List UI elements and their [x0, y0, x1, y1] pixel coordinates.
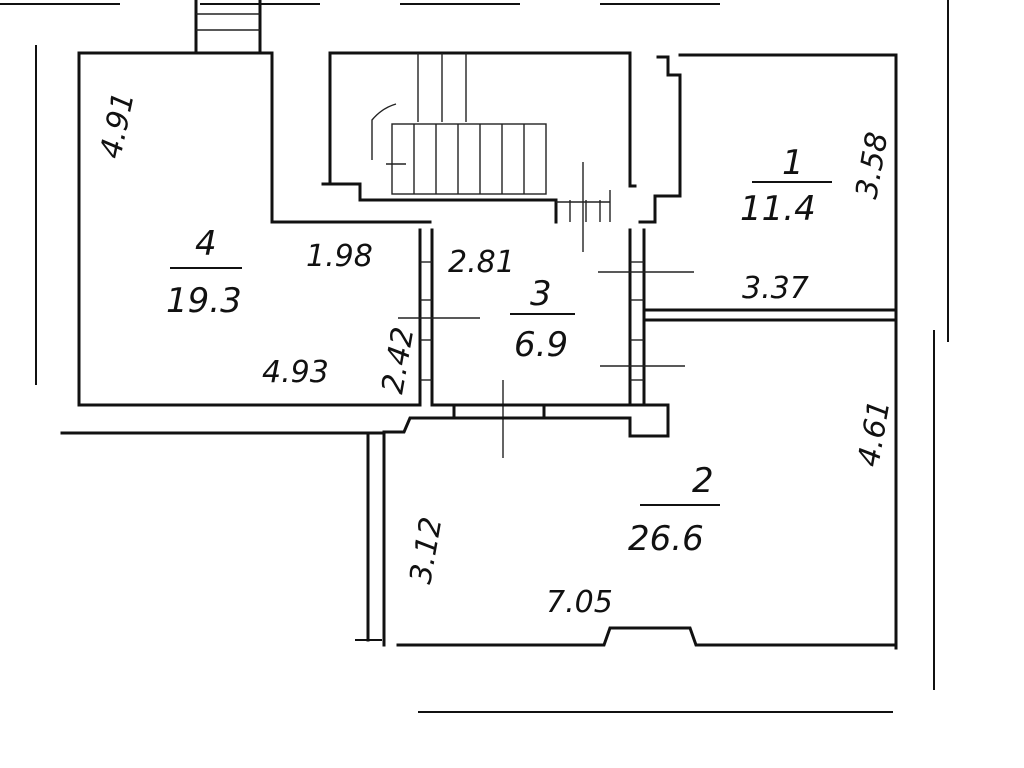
room-4-number: 4 — [195, 224, 217, 264]
room-4-area: 19.3 — [166, 281, 242, 321]
corridor-3-partitions — [398, 228, 694, 458]
room-1-area: 11.4 — [740, 189, 816, 229]
dimension-labels: 4.91 4.93 1.98 3.58 3.37 2.81 2.42 4.61 … — [94, 89, 898, 620]
room-2-number: 2 — [692, 461, 714, 501]
dim-room2-left: 3.12 — [403, 515, 449, 587]
room-2-label: 2 26.6 — [628, 461, 720, 559]
room-3-label: 3 6.9 — [510, 274, 575, 365]
room-3-area: 6.9 — [514, 325, 568, 365]
room-1-number: 1 — [782, 143, 804, 183]
room-1-label: 1 11.4 — [740, 143, 832, 229]
sheet-border-lines — [0, 0, 949, 713]
dim-room2-right: 4.61 — [851, 398, 897, 470]
dim-corridor-side: 2.42 — [375, 325, 421, 397]
dim-room4-bottom: 4.93 — [262, 355, 329, 390]
room-4-label: 4 19.3 — [166, 224, 242, 321]
room-2-area: 26.6 — [628, 519, 704, 559]
room-3-number: 3 — [530, 274, 552, 314]
exterior-stair-stub — [194, 0, 262, 55]
dim-room1-bottom: 3.37 — [742, 271, 809, 306]
dim-room4-top: 1.98 — [306, 239, 373, 274]
dim-room2-bottom: 7.05 — [546, 585, 613, 620]
dim-corridor-top: 2.81 — [448, 245, 515, 280]
room-2-walls — [60, 403, 898, 647]
dim-room1-side: 3.58 — [849, 130, 895, 202]
room-1-walls — [642, 53, 898, 650]
stairwell-walls — [321, 51, 682, 224]
room-4-walls — [77, 51, 432, 407]
staircase-steps — [371, 53, 611, 252]
dim-room4-side: 4.91 — [94, 89, 142, 162]
